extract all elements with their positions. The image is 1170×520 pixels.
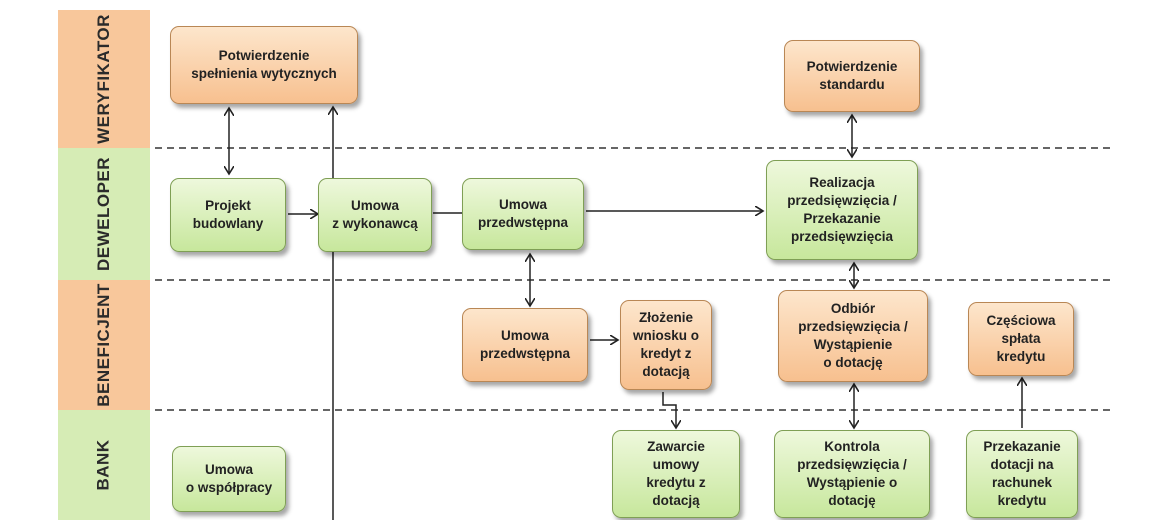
lane-deweloper: DEWELOPER <box>58 148 150 280</box>
box-umowa-z-wykonawca: Umowa z wykonawcą <box>318 178 432 252</box>
box-odbior-przedsiewziecia: Odbiór przedsięwzięcia / Wystąpienie o d… <box>778 290 928 382</box>
box-potwierdzenie-wytycznych: Potwierdzenie spełnienia wytycznych <box>170 26 358 104</box>
box-umowa-przedwstepna-deweloper: Umowa przedwstępna <box>462 178 584 250</box>
box-czesciowa-splata: Częściowa spłata kredytu <box>968 302 1074 376</box>
lane-beneficjent: BENEFICJENT <box>58 280 150 410</box>
box-umowa-przedwstepna-beneficjent: Umowa przedwstępna <box>462 308 588 382</box>
box-realizacja-przedsiewziecia: Realizacja przedsięwzięcia / Przekazanie… <box>766 160 918 260</box>
lane-weryfikator: WERYFIKATOR <box>58 10 150 148</box>
box-zawarcie-umowy: Zawarcie umowy kredytu z dotacją <box>612 430 740 518</box>
box-kontrola-przedsiewziecia: Kontrola przedsięwzięcia / Wystąpienie o… <box>774 430 930 518</box>
arrow-zlozenie-zawarcie <box>662 392 676 428</box>
box-projekt-budowlany: Projekt budowlany <box>170 178 286 252</box>
box-zlozenie-wniosku: Złożenie wniosku o kredyt z dotacją <box>620 300 712 390</box>
box-umowa-o-wspolpracy: Umowa o współpracy <box>172 446 286 512</box>
box-potwierdzenie-standardu: Potwierdzenie standardu <box>784 40 920 112</box>
box-przekazanie-dotacji: Przekazanie dotacji na rachunek kredytu <box>966 430 1078 518</box>
lane-bank: BANK <box>58 410 150 520</box>
